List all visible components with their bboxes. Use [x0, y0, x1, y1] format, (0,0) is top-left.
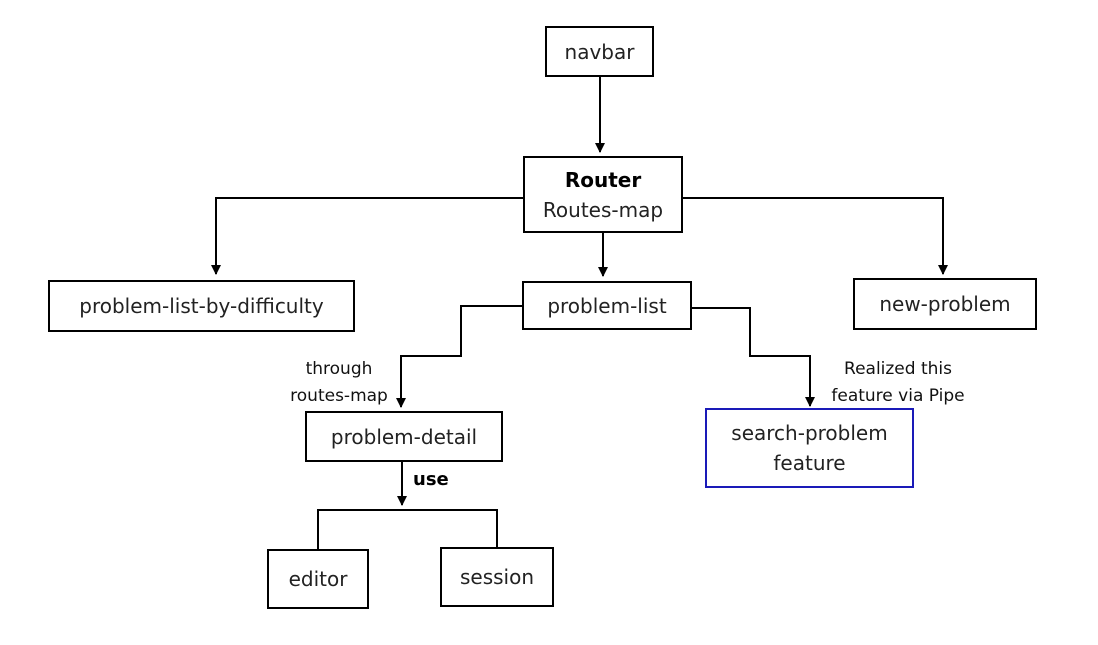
problem-detail-node: problem-detail: [305, 411, 503, 462]
problem-detail-label: problem-detail: [330, 424, 478, 449]
search-problem-feature-node: search-problem feature: [705, 408, 914, 488]
realized-via-pipe-label: Realized this feature via Pipe: [820, 356, 976, 410]
problem-list-label: problem-list: [547, 293, 667, 318]
router-title: Router: [564, 167, 642, 192]
through-label-line2: routes-map: [290, 386, 388, 406]
navbar-node: navbar: [545, 26, 654, 77]
arrow-problem-list-to-problem-detail: [396, 305, 522, 408]
session-label: session: [459, 565, 535, 589]
new-problem-label: new-problem: [879, 292, 1011, 316]
branch-use-to-editor-and-session: [317, 509, 498, 549]
arrow-router-to-problem-list-by-difficulty: [211, 197, 523, 275]
search-problem-label-line1: search-problem: [731, 421, 888, 445]
problem-list-node: problem-list: [522, 281, 692, 330]
problem-list-by-difficulty-label: problem-list-by-difficulty: [79, 294, 324, 318]
search-problem-label-line2: feature: [773, 451, 846, 475]
session-node: session: [440, 547, 554, 607]
router-node: Router Routes-map: [523, 156, 683, 233]
editor-node: editor: [267, 549, 369, 609]
realized-label-line2: feature via Pipe: [831, 386, 965, 406]
through-label-line1: through: [305, 359, 373, 379]
through-routes-map-label: through routes-map: [280, 356, 398, 410]
editor-label: editor: [288, 567, 348, 591]
arrow-problem-list-to-search-problem: [692, 307, 815, 407]
realized-label-line1: Realized this: [844, 359, 952, 379]
new-problem-node: new-problem: [853, 278, 1037, 330]
problem-list-by-difficulty-node: problem-list-by-difficulty: [48, 280, 355, 332]
navbar-label: navbar: [564, 39, 635, 64]
use-label: use: [413, 469, 449, 490]
arrow-router-to-new-problem: [683, 197, 948, 275]
router-subtitle: Routes-map: [542, 197, 664, 222]
